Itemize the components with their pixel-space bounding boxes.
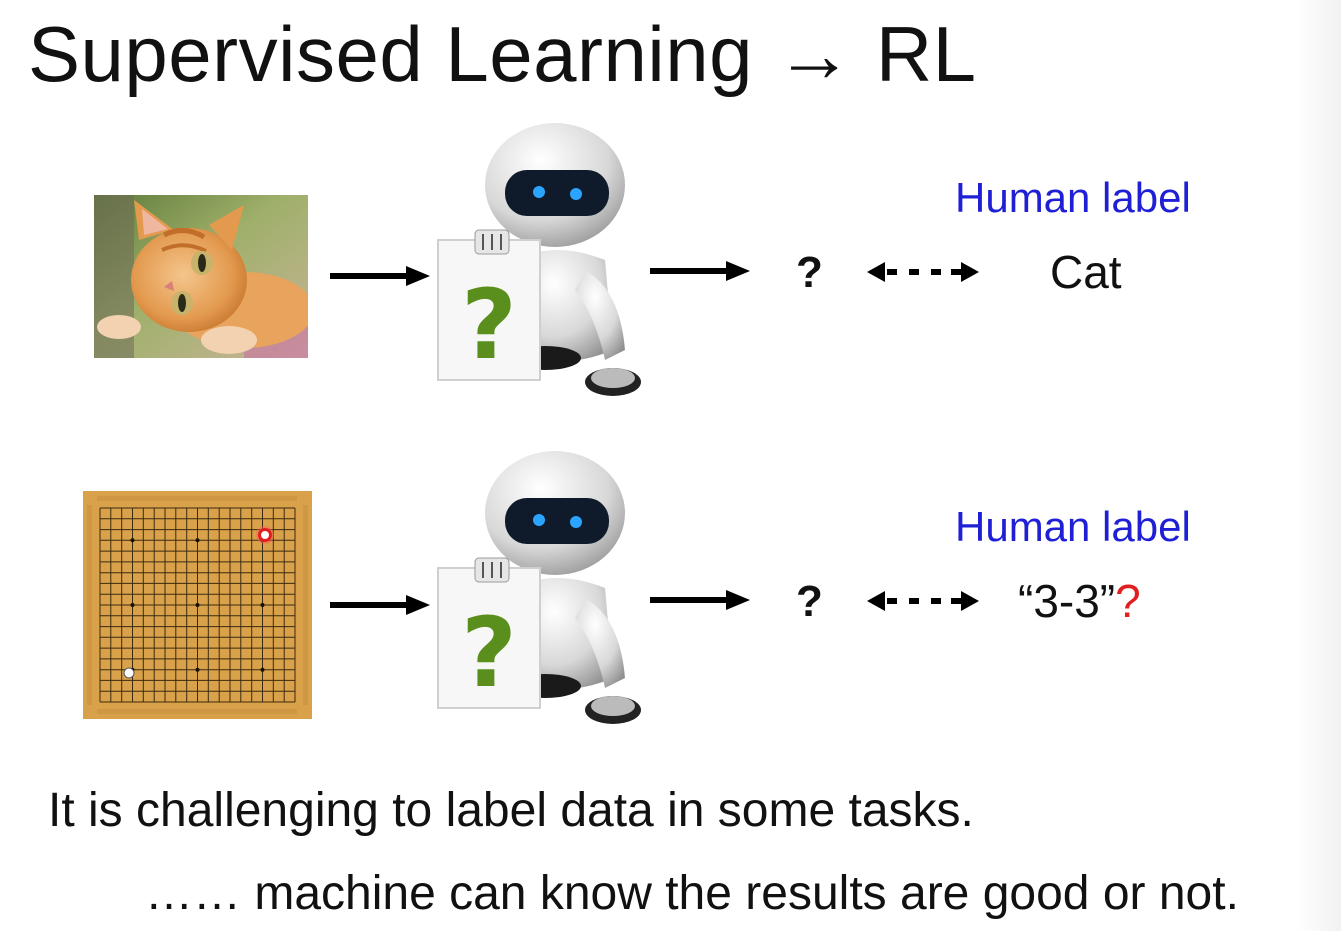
- label-value-text-1: Cat: [1050, 246, 1122, 298]
- question-card: ?: [437, 557, 541, 709]
- label-value-text-2: “3-3”: [1018, 575, 1116, 627]
- arrow-to-output-1: [650, 261, 750, 281]
- arrow-to-output-2: [650, 590, 750, 610]
- slide-edge-shade: [1297, 0, 1341, 931]
- compare-arrow-1: [867, 262, 979, 282]
- label-suffix-2: ?: [1115, 575, 1141, 627]
- question-card: ?: [437, 229, 541, 381]
- card-question-mark: ?: [461, 597, 517, 709]
- human-label-title-1: Human label: [955, 174, 1191, 221]
- robot-2: ?: [437, 451, 641, 724]
- arrow-to-robot-1: [330, 266, 430, 286]
- arrow-to-robot-2: [330, 595, 430, 615]
- human-label-value-2: “3-3”?: [1018, 574, 1141, 628]
- cat-photo: [94, 195, 308, 358]
- go-board: [83, 491, 312, 719]
- robot-1: ?: [437, 123, 641, 396]
- bottom-text-line-2: …… machine can know the results are good…: [145, 867, 1239, 920]
- human-label-value-1: Cat: [1050, 245, 1122, 299]
- bottom-text-line-1: It is challenging to label data in some …: [48, 784, 974, 837]
- human-label-title-2: Human label: [955, 503, 1191, 550]
- output-question-mark-1: ?: [796, 248, 823, 297]
- compare-arrow-2: [867, 591, 979, 611]
- slide-title: Supervised Learning → RL: [28, 10, 977, 98]
- output-question-mark-2: ?: [796, 577, 823, 626]
- card-question-mark: ?: [461, 269, 517, 381]
